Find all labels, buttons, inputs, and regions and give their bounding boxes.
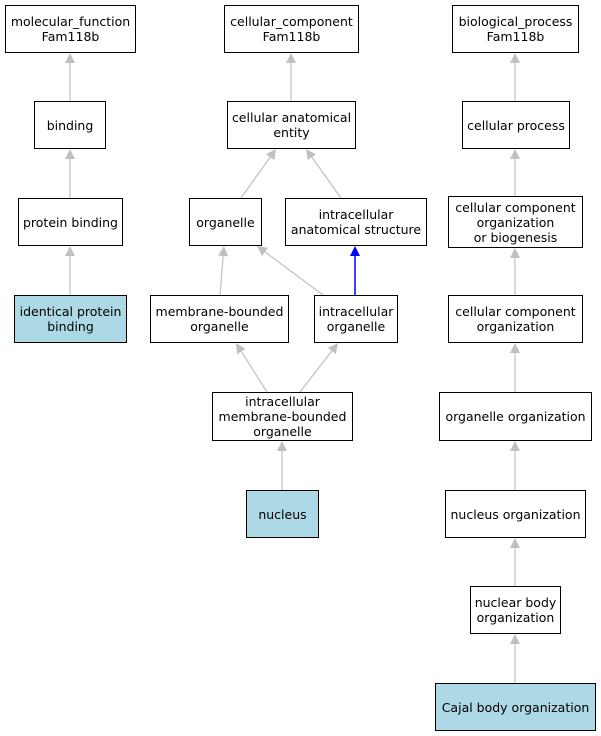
edge-line xyxy=(219,255,224,296)
node-label-line: organelle xyxy=(326,319,386,334)
arrowhead-icon xyxy=(306,149,316,160)
edge-protein-binding-to-binding xyxy=(65,149,75,198)
node-biological-process[interactable]: biological_process Fam118b xyxy=(452,5,579,53)
node-label-line: biological_process xyxy=(458,14,573,29)
node-label-line: organelle organization xyxy=(445,409,586,424)
node-label-line: protein binding xyxy=(22,214,118,230)
arrowhead-icon xyxy=(65,149,75,159)
node-label-line: cellular process xyxy=(467,117,565,133)
node-label-line: or biogenesis xyxy=(473,229,558,245)
edge-nucleus-to-intracellular-membrane-bounded-organelle xyxy=(277,441,287,490)
arrowhead-icon xyxy=(510,248,520,258)
node-cellular-component-organization[interactable]: cellular component organization xyxy=(448,295,583,343)
node-label-line: cellular component xyxy=(455,199,576,215)
edge-nuclear-body-organization-to-nucleus-organization xyxy=(510,538,520,586)
edge-binding-to-mf-root xyxy=(65,53,75,101)
node-label-line: organelle xyxy=(253,424,312,439)
arrowhead-icon xyxy=(510,53,520,63)
node-label-line: nuclear body xyxy=(474,595,557,610)
node-cellular-anatomical-entity[interactable]: cellular anatomical entity xyxy=(227,101,356,149)
edge-line xyxy=(264,251,324,296)
arrowhead-icon xyxy=(65,246,75,256)
node-membrane-bounded-organelle[interactable]: membrane-bounded organelle xyxy=(150,295,289,343)
node-cellular-component-organization-or-biogenesis[interactable]: cellular component organization or bioge… xyxy=(448,196,583,248)
arrowhead-icon xyxy=(510,538,520,548)
node-intracellular-membrane-bounded-organelle[interactable]: intracellular membrane-bounded organelle xyxy=(212,392,353,441)
edge-intracellular-organelle-to-intracellular-anatomical-structure xyxy=(350,246,360,295)
node-cellular-component[interactable]: cellular_component Fam118b xyxy=(224,5,359,53)
node-nucleus[interactable]: nucleus xyxy=(246,490,319,538)
edge-cellular-anatomical-entity-to-cc-root xyxy=(286,53,296,101)
edge-nucleus-organization-to-organelle-organization xyxy=(510,441,520,490)
node-label-line: identical protein xyxy=(19,304,122,319)
arrowhead-icon xyxy=(510,634,520,644)
arrowhead-icon xyxy=(286,53,296,63)
node-label-line: anatomical structure xyxy=(290,222,422,237)
node-label-line: Fam118b xyxy=(486,29,545,44)
edge-intracellular-membrane-bounded-organelle-to-intracellular-organelle xyxy=(299,343,338,393)
node-label-line: organization xyxy=(476,214,555,230)
node-cajal-body-organization[interactable]: Cajal body organization xyxy=(435,683,596,731)
arrowhead-icon xyxy=(350,246,360,256)
node-organelle-organization[interactable]: organelle organization xyxy=(439,392,592,441)
node-label-line: organelle xyxy=(196,214,255,230)
edge-membrane-bounded-organelle-to-organelle xyxy=(218,246,229,296)
edge-cellular-process-to-bp-root xyxy=(510,53,520,101)
node-label-line: organization xyxy=(476,610,555,625)
node-label-line: nucleus organization xyxy=(450,506,581,522)
arrowhead-icon xyxy=(65,53,75,63)
edge-line xyxy=(240,156,271,199)
node-nucleus-organization[interactable]: nucleus organization xyxy=(445,490,586,538)
node-label-line: binding xyxy=(47,319,94,334)
node-protein-binding[interactable]: protein binding xyxy=(18,198,123,246)
edge-organelle-to-cellular-anatomical-entity xyxy=(240,149,276,199)
node-label-line: intracellular xyxy=(318,304,394,319)
arrowhead-icon xyxy=(257,246,268,256)
node-label-line: Cajal body organization xyxy=(441,699,590,715)
node-label-line: cellular anatomical xyxy=(231,110,352,125)
node-label-line: cellular_component xyxy=(230,14,353,29)
node-identical-protein-binding[interactable]: identical protein binding xyxy=(14,295,127,343)
edge-ccob-to-cellular-process xyxy=(510,149,520,196)
node-label-line: cellular component xyxy=(455,304,576,319)
node-label-line: intracellular xyxy=(318,207,394,222)
arrowhead-icon xyxy=(277,441,287,451)
node-organelle[interactable]: organelle xyxy=(189,198,262,246)
node-molecular-function[interactable]: molecular_function Fam118b xyxy=(5,5,136,53)
edge-cajal-body-organization-to-nuclear-body-organization xyxy=(510,634,520,683)
node-cellular-process[interactable]: cellular process xyxy=(462,101,570,149)
node-label-line: binding xyxy=(46,117,94,133)
arrowhead-icon xyxy=(266,149,276,160)
node-label-line: membrane-bounded xyxy=(155,304,284,319)
node-binding[interactable]: binding xyxy=(34,101,106,149)
edge-line xyxy=(240,351,268,393)
edge-organelle-organization-to-cellular-component-organization xyxy=(510,343,520,392)
node-label-line: nucleus xyxy=(258,506,307,522)
node-label-line: entity xyxy=(273,125,310,140)
node-label-line: molecular_function xyxy=(10,14,131,29)
edge-identical-protein-binding-to-protein-binding xyxy=(65,246,75,295)
node-label-line: organization xyxy=(476,319,555,334)
edge-line xyxy=(299,350,333,393)
node-intracellular-organelle[interactable]: intracellular organelle xyxy=(314,295,398,343)
arrowhead-icon xyxy=(236,343,246,355)
node-label-line: Fam118b xyxy=(41,29,100,44)
arrowhead-icon xyxy=(510,441,520,451)
node-label-line: membrane-bounded xyxy=(218,409,347,424)
arrowhead-icon xyxy=(510,149,520,159)
node-intracellular-anatomical-structure[interactable]: intracellular anatomical structure xyxy=(285,198,427,246)
arrowhead-icon xyxy=(327,343,338,354)
node-label-line: organelle xyxy=(190,319,249,334)
node-nuclear-body-organization[interactable]: nuclear body organization xyxy=(470,586,561,634)
arrowhead-icon xyxy=(218,246,229,257)
node-label-line: Fam118b xyxy=(262,29,321,44)
edge-intracellular-anatomical-structure-to-cellular-anatomical-entity xyxy=(306,149,342,199)
node-label-line: intracellular xyxy=(245,394,320,409)
edge-intracellular-membrane-bounded-organelle-to-membrane-bounded-organelle xyxy=(236,343,268,393)
arrowhead-icon xyxy=(510,343,520,353)
edge-cellular-component-organization-to-ccob xyxy=(510,248,520,295)
edge-line xyxy=(311,156,342,199)
edge-intracellular-organelle-to-organelle xyxy=(257,246,324,296)
